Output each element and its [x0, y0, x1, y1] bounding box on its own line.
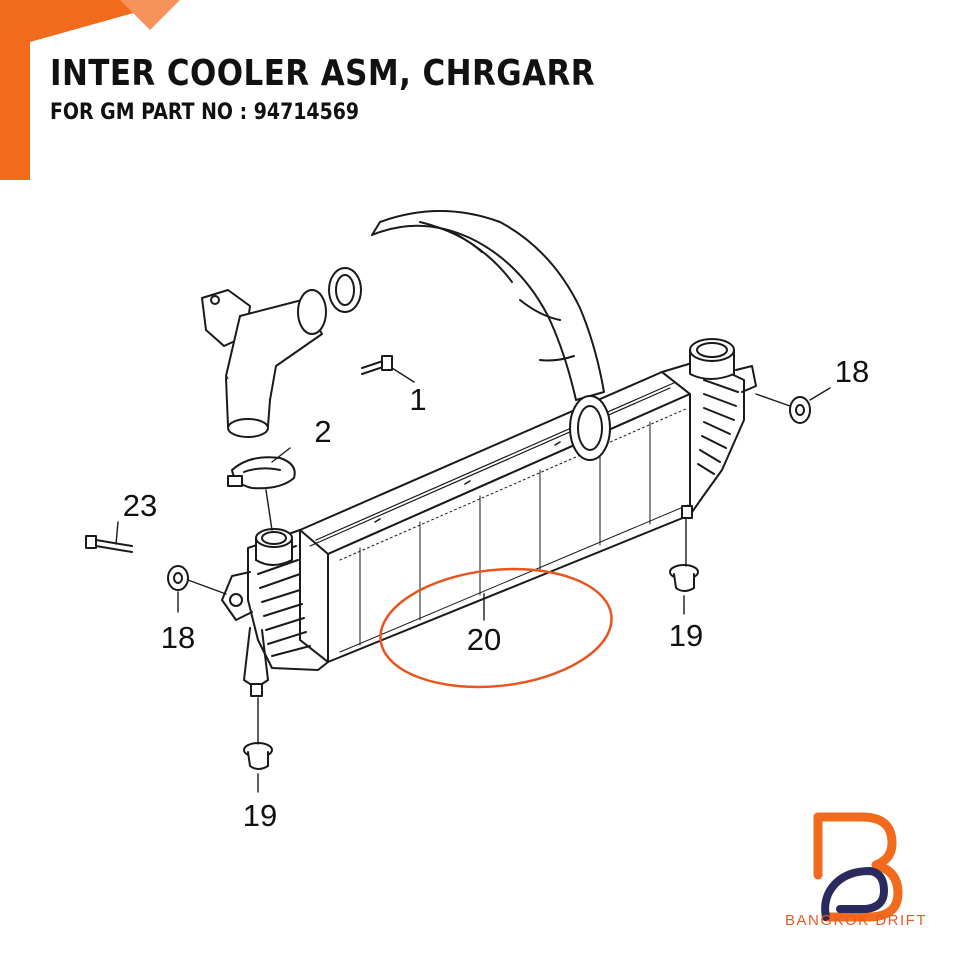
leader-lines	[115, 367, 831, 793]
hose-clamp-upper	[328, 267, 362, 313]
intercooler-core	[299, 371, 691, 663]
corner-accent	[0, 0, 180, 180]
callout-23: 23	[123, 488, 157, 523]
bolt-23	[85, 535, 133, 553]
callout-2: 2	[314, 414, 331, 449]
grommet-18-right	[789, 396, 811, 424]
corner-accent-highlight	[120, 0, 180, 30]
callout-19-left: 19	[243, 798, 277, 833]
page-title: INTER COOLER ASM, CHRGARR	[50, 53, 596, 94]
callout-18-right: 18	[835, 354, 869, 389]
right-inlet-neck	[689, 338, 735, 380]
grommet-18-left	[167, 565, 189, 591]
bolt-1	[361, 355, 393, 375]
left-outlet-neck	[255, 528, 293, 566]
hose-clamp-2	[227, 456, 296, 490]
logo-letter-b-outer	[813, 812, 903, 922]
part-number: FOR GM PART NO : 94714569	[50, 100, 360, 125]
intake-pipe-left	[201, 289, 327, 438]
header: INTER COOLER ASM, CHRGARR FOR GM PART NO…	[50, 52, 684, 128]
mount-19-right	[669, 564, 699, 592]
corner-accent-shape	[0, 0, 180, 180]
mount-19-left	[243, 742, 273, 770]
logo-letter-b-inner	[821, 867, 888, 921]
callout-19-right: 19	[669, 618, 703, 653]
bangkok-drift-logo	[813, 812, 903, 922]
charge-air-hose	[371, 210, 611, 461]
callout-1: 1	[409, 382, 426, 417]
callout-18-left: 18	[161, 620, 195, 655]
highlight-ellipse	[379, 567, 613, 689]
callout-20: 20	[467, 622, 501, 657]
brand-name: BANGKOK DRIFT	[784, 912, 927, 929]
